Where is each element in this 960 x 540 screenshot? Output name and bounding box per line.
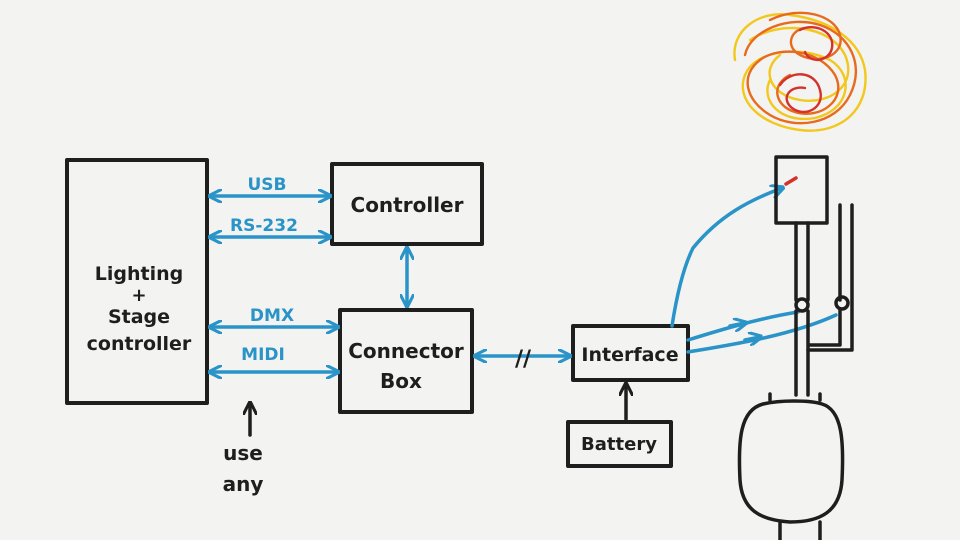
any-label: any bbox=[223, 472, 264, 496]
stage-label: Stage bbox=[108, 306, 170, 328]
fireball-scribble bbox=[733, 11, 867, 132]
rs232-link: RS-232 bbox=[211, 216, 329, 237]
connector-interface-link: // bbox=[476, 347, 569, 372]
usb-label: USB bbox=[247, 175, 286, 195]
controller-box: Controller bbox=[330, 162, 484, 246]
interface-label: Interface bbox=[581, 344, 678, 366]
connector-label: Connector bbox=[348, 339, 464, 363]
controller-label: Controller bbox=[351, 193, 464, 217]
midi-label: MIDI bbox=[241, 345, 285, 365]
interface-output-wires bbox=[670, 188, 838, 354]
dmx-label: DMX bbox=[250, 306, 294, 326]
plus-label: + bbox=[131, 285, 146, 306]
use-label: use bbox=[223, 441, 263, 465]
connector-box: Connector Box bbox=[338, 308, 474, 414]
box-label: Box bbox=[380, 369, 422, 393]
dmx-link: DMX bbox=[211, 306, 337, 327]
flame-rig bbox=[737, 155, 854, 540]
interface-box: Interface bbox=[571, 324, 690, 382]
controller-label-left: controller bbox=[87, 333, 192, 355]
rs232-label: RS-232 bbox=[230, 216, 298, 236]
lighting-stage-controller-box: Lighting + Stage controller bbox=[65, 158, 209, 405]
battery-box: Battery bbox=[566, 420, 673, 468]
battery-label: Battery bbox=[581, 434, 657, 455]
break-mark: // bbox=[515, 347, 532, 372]
midi-link: MIDI bbox=[211, 345, 337, 372]
lighting-label: Lighting bbox=[95, 263, 183, 285]
usb-link: USB bbox=[211, 175, 329, 196]
